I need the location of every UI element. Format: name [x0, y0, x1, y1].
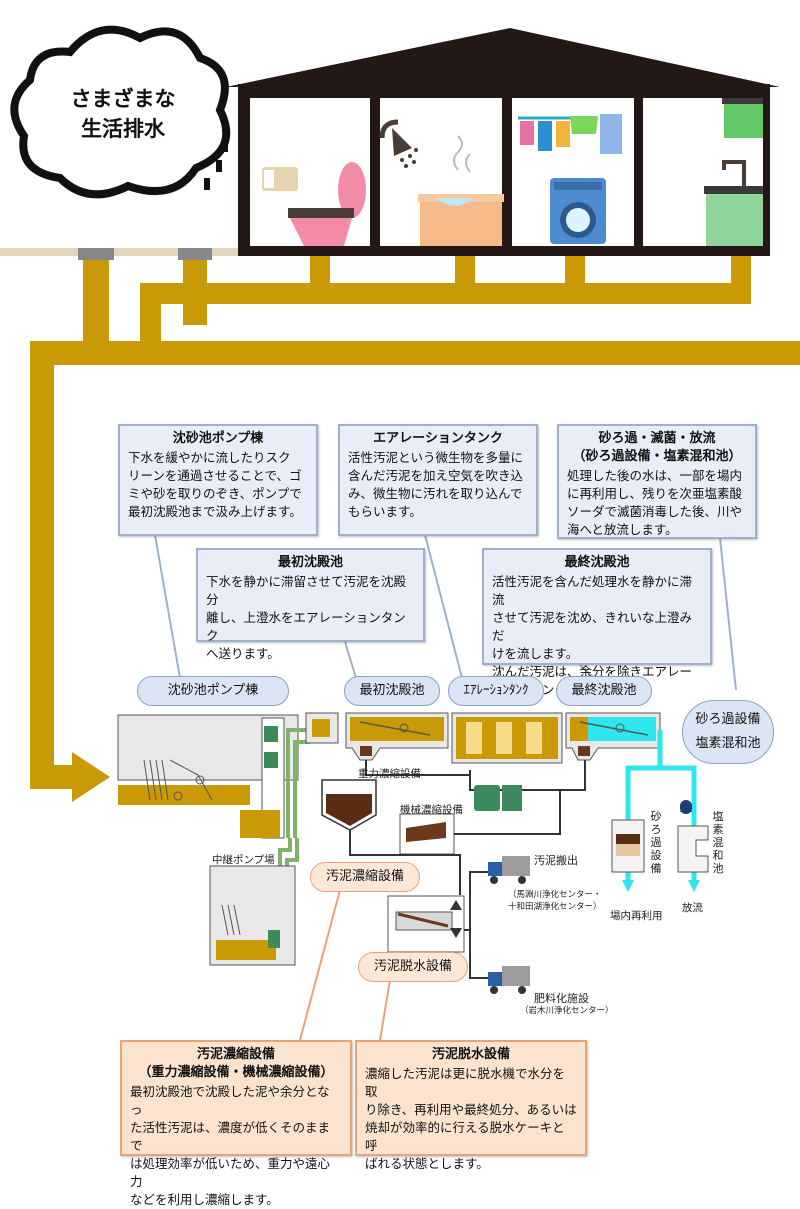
info-box-sand-filter: 砂ろ過・滅菌・放流 （砂ろ過設備・塩素混和池） 処理した後の水は、一部を場内 に… [557, 424, 757, 539]
bath-icon [379, 119, 504, 246]
callout-lines-orange [299, 889, 391, 1041]
washing-machine-icon [518, 114, 622, 244]
manhole-2 [178, 248, 212, 260]
label-reuse: 場内再利用 [610, 910, 663, 922]
info-box-primary-clarifier: 最初沈殿池 下水を静かに滞留させて汚泥を沈殿分 離し、上澄水をエアレーションタン… [196, 548, 425, 661]
info-box-subtitle: （砂ろ過設備・塩素混和池） [572, 449, 742, 464]
callout-lines [154, 534, 737, 691]
truck-icon [488, 966, 530, 994]
kitchen-sink-icon [704, 98, 763, 246]
plant-schematic [117, 712, 709, 994]
info-box-title: 最初沈殿池 [277, 555, 343, 570]
info-box-title: 沈砂池ポンプ棟 [172, 431, 264, 446]
pill-aeration-tank: ｴｱﾚｰｼｮﾝﾀﾝｸ [448, 676, 544, 706]
label-sand-filter-vertical: 砂ろ過設備 [650, 810, 662, 875]
label-relay-pump-station: 中継ポンプ場 [212, 854, 275, 866]
info-box-text: 最初沈殿池で沈殿した泥や余分となっ た活性汚泥は、濃度が低くそのままで は処理効… [130, 1084, 331, 1207]
label-fertilizer: 肥料化施設 [534, 992, 589, 1005]
truck-icon [488, 856, 530, 884]
info-box-title: 汚泥濃縮設備 [196, 1047, 275, 1062]
label-fertilizer-dest: （岩木川浄化センター） [520, 1006, 614, 1016]
pill-primary-clarifier: 最初沈殿池 [344, 676, 440, 706]
manhole-1 [78, 248, 114, 260]
label-sludge-out: 汚泥搬出 [534, 854, 578, 867]
pill-final-clarifier: 最終沈殿池 [556, 676, 652, 706]
info-box-text: 濃縮した汚泥は更に脱水機で水分を取 り除き、再利用や最終処分、あるいは 焼却が効… [365, 1066, 577, 1171]
pill-sand-filter: 砂ろ過設備 塩素混和池 [682, 700, 774, 764]
info-box-grit-chamber: 沈砂池ポンプ棟 下水を緩やかに流したりスク リーンを通過させることで、ゴ ミや砂… [118, 424, 318, 536]
info-box-sludge-thickening: 汚泥濃縮設備 （重力濃縮設備・機械濃縮設備） 最初沈殿池で沈殿した泥や余分となっ… [120, 1040, 352, 1207]
sewer-pipes [30, 240, 800, 802]
info-box-text: 下水を緩やかに流したりスク リーンを通過させることで、ゴ ミや砂を取りのぞき、ポ… [128, 450, 302, 519]
info-box-sludge-dewatering: 汚泥脱水設備 濃縮した汚泥は更に脱水機で水分を取 り除き、再利用や最終処分、ある… [355, 1040, 587, 1171]
pill-sludge-dewatering: 汚泥脱水設備 [358, 952, 468, 982]
label-mechanical-thickener: 機械濃縮設備 [400, 804, 463, 816]
label-sludge-out-dest-1: （馬淵川浄化センター・ [508, 890, 602, 900]
page-title: さまざまな 生活排水 [70, 87, 176, 141]
info-box-title: 最終沈殿池 [564, 555, 630, 570]
info-box-text: 下水を静かに滞留させて汚泥を沈殿分 離し、上澄水をエアレーションタンク へ送りま… [206, 574, 407, 661]
ground-line [0, 248, 250, 256]
info-box-aeration-tank: エアレーションタンク 活性汚泥という微生物を多量に 含んだ汚泥を加え空気を吹き込… [338, 424, 538, 536]
info-box-text: 処理した後の水は、一部を場内 に再利用し、残りを次亜塩素酸 ソーダで滅菌消毒した… [567, 468, 743, 537]
label-gravity-thickener: 重力濃縮設備 [358, 768, 421, 780]
pill-sludge-thickening: 汚泥濃縮設備 [310, 862, 420, 892]
cloud-shape [10, 25, 231, 199]
info-box-title: エアレーションタンク [373, 431, 503, 446]
label-chlorine-vertical: 塩素混和池 [712, 810, 724, 875]
info-box-subtitle: （重力濃縮設備・機械濃縮設備） [138, 1065, 334, 1080]
pill-grit-chamber: 沈砂池ポンプ棟 [137, 676, 289, 706]
label-sludge-out-dest-2: 十和田湖浄化センター） [508, 902, 602, 912]
label-discharge: 放流 [682, 902, 703, 914]
info-box-title: 汚泥脱水設備 [431, 1047, 510, 1062]
info-box-text: 活性汚泥という微生物を多量に 含んだ汚泥を加え空気を吹き込 み、微生物に汚れを取… [348, 450, 524, 519]
toilet-icon [262, 162, 366, 246]
info-box-final-clarifier: 最終沈殿池 活性汚泥を含んだ処理水を静かに滞流 させて汚泥を沈め、きれいな上澄み… [482, 548, 712, 697]
info-box-title: 砂ろ過・滅菌・放流 [598, 431, 716, 446]
